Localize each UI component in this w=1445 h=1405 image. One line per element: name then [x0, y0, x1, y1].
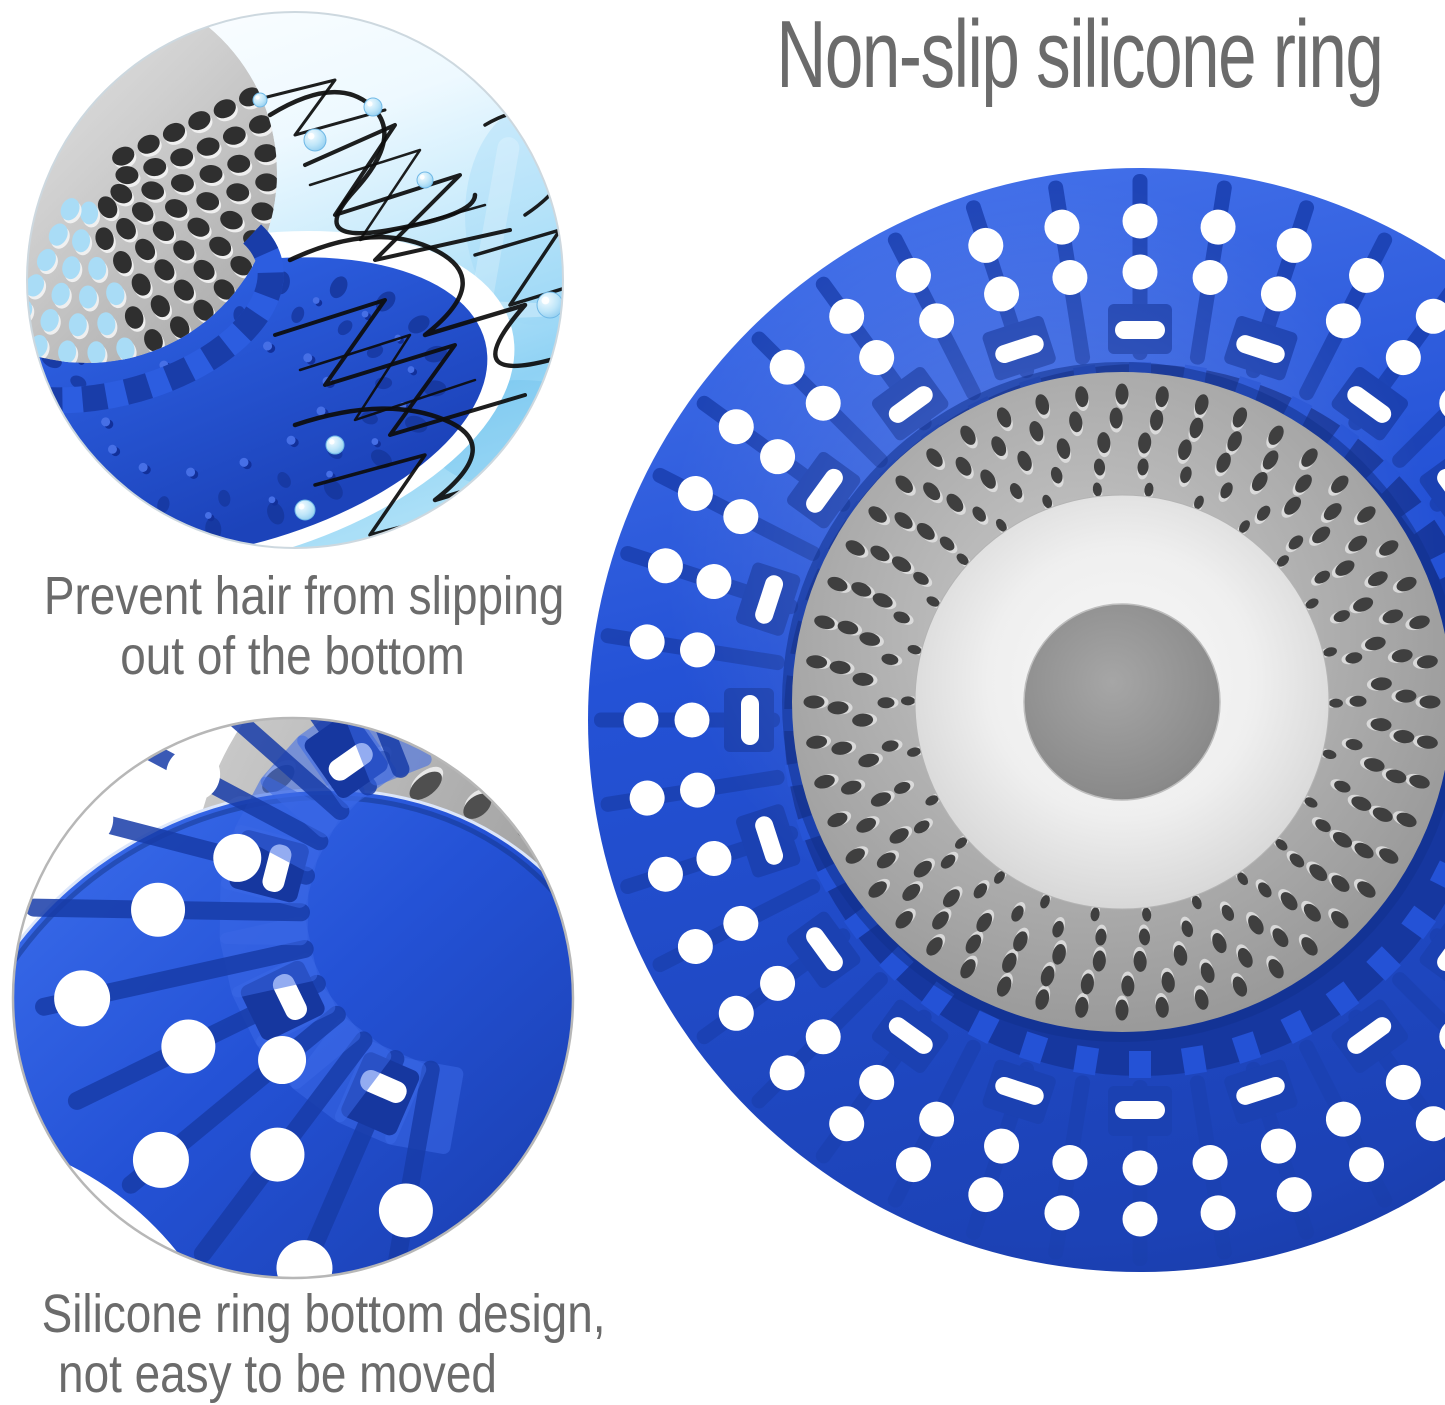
water-droplet	[326, 436, 344, 454]
water-droplet	[253, 93, 267, 107]
silicone-ring-bottom-illustration	[3, 710, 593, 1300]
inset-hair-demo-photo	[5, 5, 585, 585]
caption-bottom-line2: not easy to be moved	[58, 1344, 497, 1404]
hair-demo-scene	[5, 5, 585, 585]
water-droplet	[467, 547, 483, 563]
caption-bottom-line1: Silicone ring bottom design,	[42, 1284, 606, 1344]
page-title: Non-slip silicone ring	[776, 0, 1359, 110]
water-droplet	[364, 98, 382, 116]
water-droplet	[417, 172, 433, 188]
water-droplet	[295, 500, 315, 520]
hair-catch-illustration	[5, 5, 585, 585]
drain-strainer-top-view	[585, 150, 1445, 1395]
caption-hair-line1: Prevent hair from slipping	[44, 566, 564, 626]
inset-bottom-ring-photo	[3, 710, 593, 1300]
ring-bottom-scene	[3, 710, 593, 1300]
main-product-photo	[585, 150, 1445, 1395]
caption-bottom: Silicone ring bottom design, not easy to…	[42, 1284, 514, 1405]
caption-hair: Prevent hair from slipping out of the bo…	[44, 566, 541, 687]
water-droplet	[537, 292, 563, 318]
metal-basket	[782, 362, 1445, 1042]
water-droplet	[304, 129, 326, 151]
silicone-ring-disc	[588, 168, 1445, 1272]
caption-hair-line2: out of the bottom	[120, 626, 464, 686]
